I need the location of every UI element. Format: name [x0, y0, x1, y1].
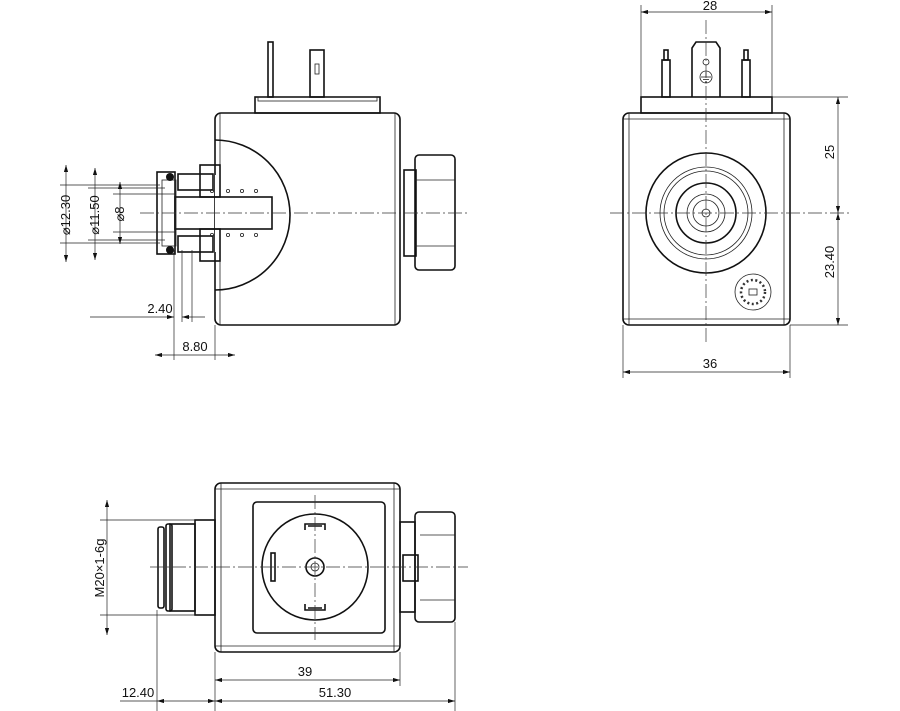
dimension-lines [60, 165, 235, 360]
dim-23-40: 23.40 [822, 246, 837, 279]
dim-12-40: 12.40 [122, 685, 155, 700]
dim-diameter-8: ⌀8 [112, 206, 127, 221]
dimension-lines [100, 500, 456, 711]
dim-36: 36 [703, 356, 717, 371]
dim-2-40: 2.40 [147, 301, 172, 316]
front-view: 28 25 23.40 36 [610, 0, 850, 378]
dim-28: 28 [703, 0, 717, 13]
dim-thread-m20: M20×1-6g [92, 539, 107, 598]
dim-25: 25 [822, 145, 837, 159]
pin-left [267, 41, 274, 98]
rotation-dial-icon [734, 273, 772, 311]
dim-8-80: 8.80 [182, 339, 207, 354]
ground-tab [309, 49, 325, 98]
dim-diameter-11-50: ⌀11.50 [87, 195, 102, 234]
dim-39: 39 [298, 664, 312, 679]
dim-51-30: 51.30 [319, 685, 352, 700]
dimension-lines [622, 5, 848, 378]
dim-diameter-12-30: ⌀12.30 [58, 195, 73, 235]
bottom-view: M20×1-6g 39 51.30 12.40 [92, 482, 468, 711]
side-section-view: ⌀12.30 ⌀11.50 ⌀8 2.40 8.80 [58, 41, 470, 360]
